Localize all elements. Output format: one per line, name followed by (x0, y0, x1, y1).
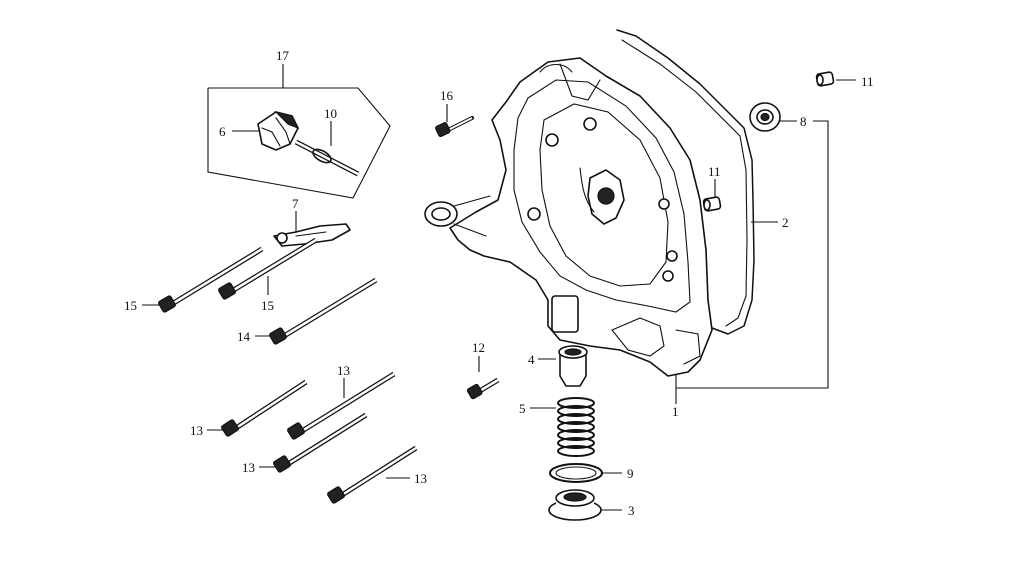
cover-gasket (616, 29, 755, 335)
callout-3: 3 (628, 503, 635, 518)
dipstick-group-box (207, 87, 391, 199)
crankcase-cover (424, 57, 713, 377)
callout-labels: 17 16 11 8 6 10 11 2 7 15 15 14 12 4 13 … (124, 48, 874, 518)
o-ring (549, 463, 603, 483)
callout-1: 1 (672, 404, 679, 419)
oil-seal (749, 102, 781, 132)
strainer-cap (558, 345, 588, 387)
bolt-13c (273, 412, 368, 473)
callout-14: 14 (237, 329, 251, 344)
callout-6: 6 (219, 124, 226, 139)
callout-2: 2 (782, 215, 789, 230)
bolt-15b (218, 237, 318, 300)
callout-11-top: 11 (861, 74, 874, 89)
callout-17: 17 (276, 48, 290, 63)
callout-10: 10 (324, 106, 337, 121)
callout-11-middle: 11 (708, 164, 721, 179)
guide-bracket (273, 223, 351, 247)
oil-dipstick (257, 110, 360, 177)
bolt-13d (327, 445, 418, 504)
long-bolts (158, 237, 418, 504)
callout-13-mid: 13 (242, 460, 255, 475)
dowel-pin-top (815, 71, 835, 87)
bolt-13b (287, 371, 396, 440)
callout-7: 7 (292, 196, 299, 211)
dowel-pin-middle (702, 196, 722, 212)
callout-9: 9 (627, 466, 634, 481)
leader-lines (142, 64, 856, 511)
bolt-14 (269, 277, 378, 345)
callout-15-lower: 15 (261, 298, 274, 313)
callout-13-top: 13 (337, 363, 350, 378)
callout-13-right: 13 (414, 471, 427, 486)
callout-8: 8 (800, 114, 807, 129)
callout-5: 5 (519, 401, 526, 416)
callout-15-left: 15 (124, 298, 137, 313)
callout-4: 4 (528, 352, 535, 367)
callout-12: 12 (472, 340, 485, 355)
bolt-16 (435, 116, 474, 138)
bolt-13a (221, 379, 308, 437)
bolt-15a (158, 246, 264, 313)
callout-16: 16 (440, 88, 454, 103)
callout-13-left: 13 (190, 423, 203, 438)
bolt-12 (466, 377, 500, 400)
filter-spring (557, 397, 595, 457)
drain-plug (548, 489, 602, 521)
